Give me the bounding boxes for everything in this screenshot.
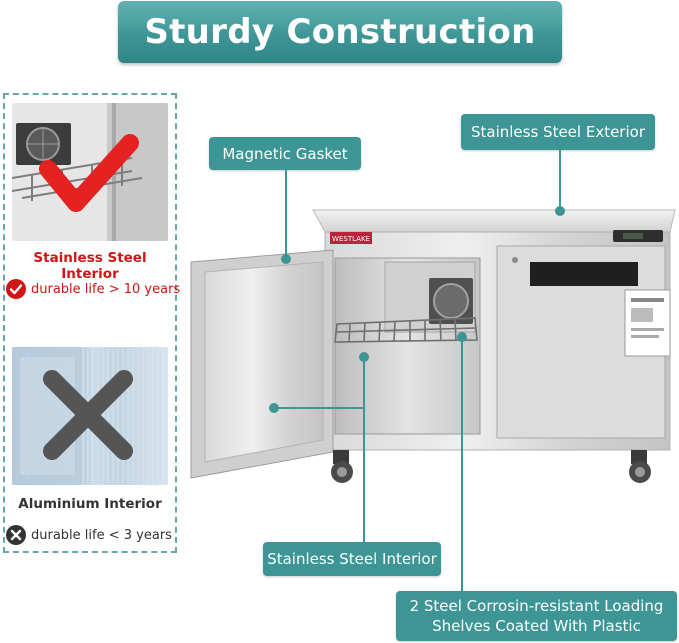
brand-badge: WESTLAKE bbox=[332, 235, 370, 243]
callout-shelves-line1: 2 Steel Corrosin-resistant Loading bbox=[409, 597, 664, 615]
steel-interior-label: Stainless Steel Interior bbox=[33, 250, 147, 282]
callout-magnetic-gasket: Magnetic Gasket bbox=[209, 137, 361, 170]
door-leader-dot bbox=[269, 403, 279, 413]
refrigerator-illustration: WESTLAKE bbox=[190, 209, 676, 483]
interior-leader-dot bbox=[359, 352, 369, 362]
callout-steel-interior: Stainless Steel Interior bbox=[263, 542, 441, 576]
door-leader-line bbox=[274, 407, 364, 409]
shelves-leader-dot bbox=[457, 332, 467, 342]
gasket-leader-dot bbox=[281, 254, 291, 264]
title-banner: Sturdy Construction bbox=[118, 1, 562, 63]
interior-leader-line bbox=[363, 357, 365, 542]
aluminium-life-text: durable life < 3 years bbox=[31, 527, 172, 543]
callout-steel-exterior: Stainless Steel Exterior bbox=[461, 114, 655, 150]
steel-interior-photo bbox=[12, 103, 168, 241]
callout-shelves: 2 Steel Corrosin-resistant Loading Shelv… bbox=[396, 591, 677, 641]
callout-shelves-line2: Shelves Coated With Plastic bbox=[432, 617, 641, 635]
aluminium-interior-photo bbox=[12, 347, 168, 485]
comparison-panel bbox=[3, 93, 177, 553]
steel-life-row: durable life > 10 years bbox=[6, 279, 180, 299]
aluminium-interior-label: Aluminium Interior bbox=[18, 496, 162, 512]
exterior-leader-line bbox=[559, 150, 561, 208]
x-circle-icon bbox=[6, 525, 26, 545]
aluminium-interior-illustration bbox=[12, 347, 168, 485]
page-title: Sturdy Construction bbox=[144, 12, 536, 52]
callout-magnetic-gasket-text: Magnetic Gasket bbox=[222, 144, 348, 163]
aluminium-life-row: durable life < 3 years bbox=[6, 525, 172, 545]
shelves-leader-line bbox=[461, 337, 463, 591]
check-circle-icon bbox=[6, 279, 26, 299]
steel-interior-illustration bbox=[12, 103, 168, 241]
gasket-leader-line bbox=[285, 170, 287, 256]
callout-steel-exterior-text: Stainless Steel Exterior bbox=[470, 123, 645, 141]
exterior-leader-dot bbox=[555, 206, 565, 216]
steel-life-text: durable life > 10 years bbox=[31, 281, 181, 297]
callout-steel-interior-text: Stainless Steel Interior bbox=[267, 550, 437, 568]
